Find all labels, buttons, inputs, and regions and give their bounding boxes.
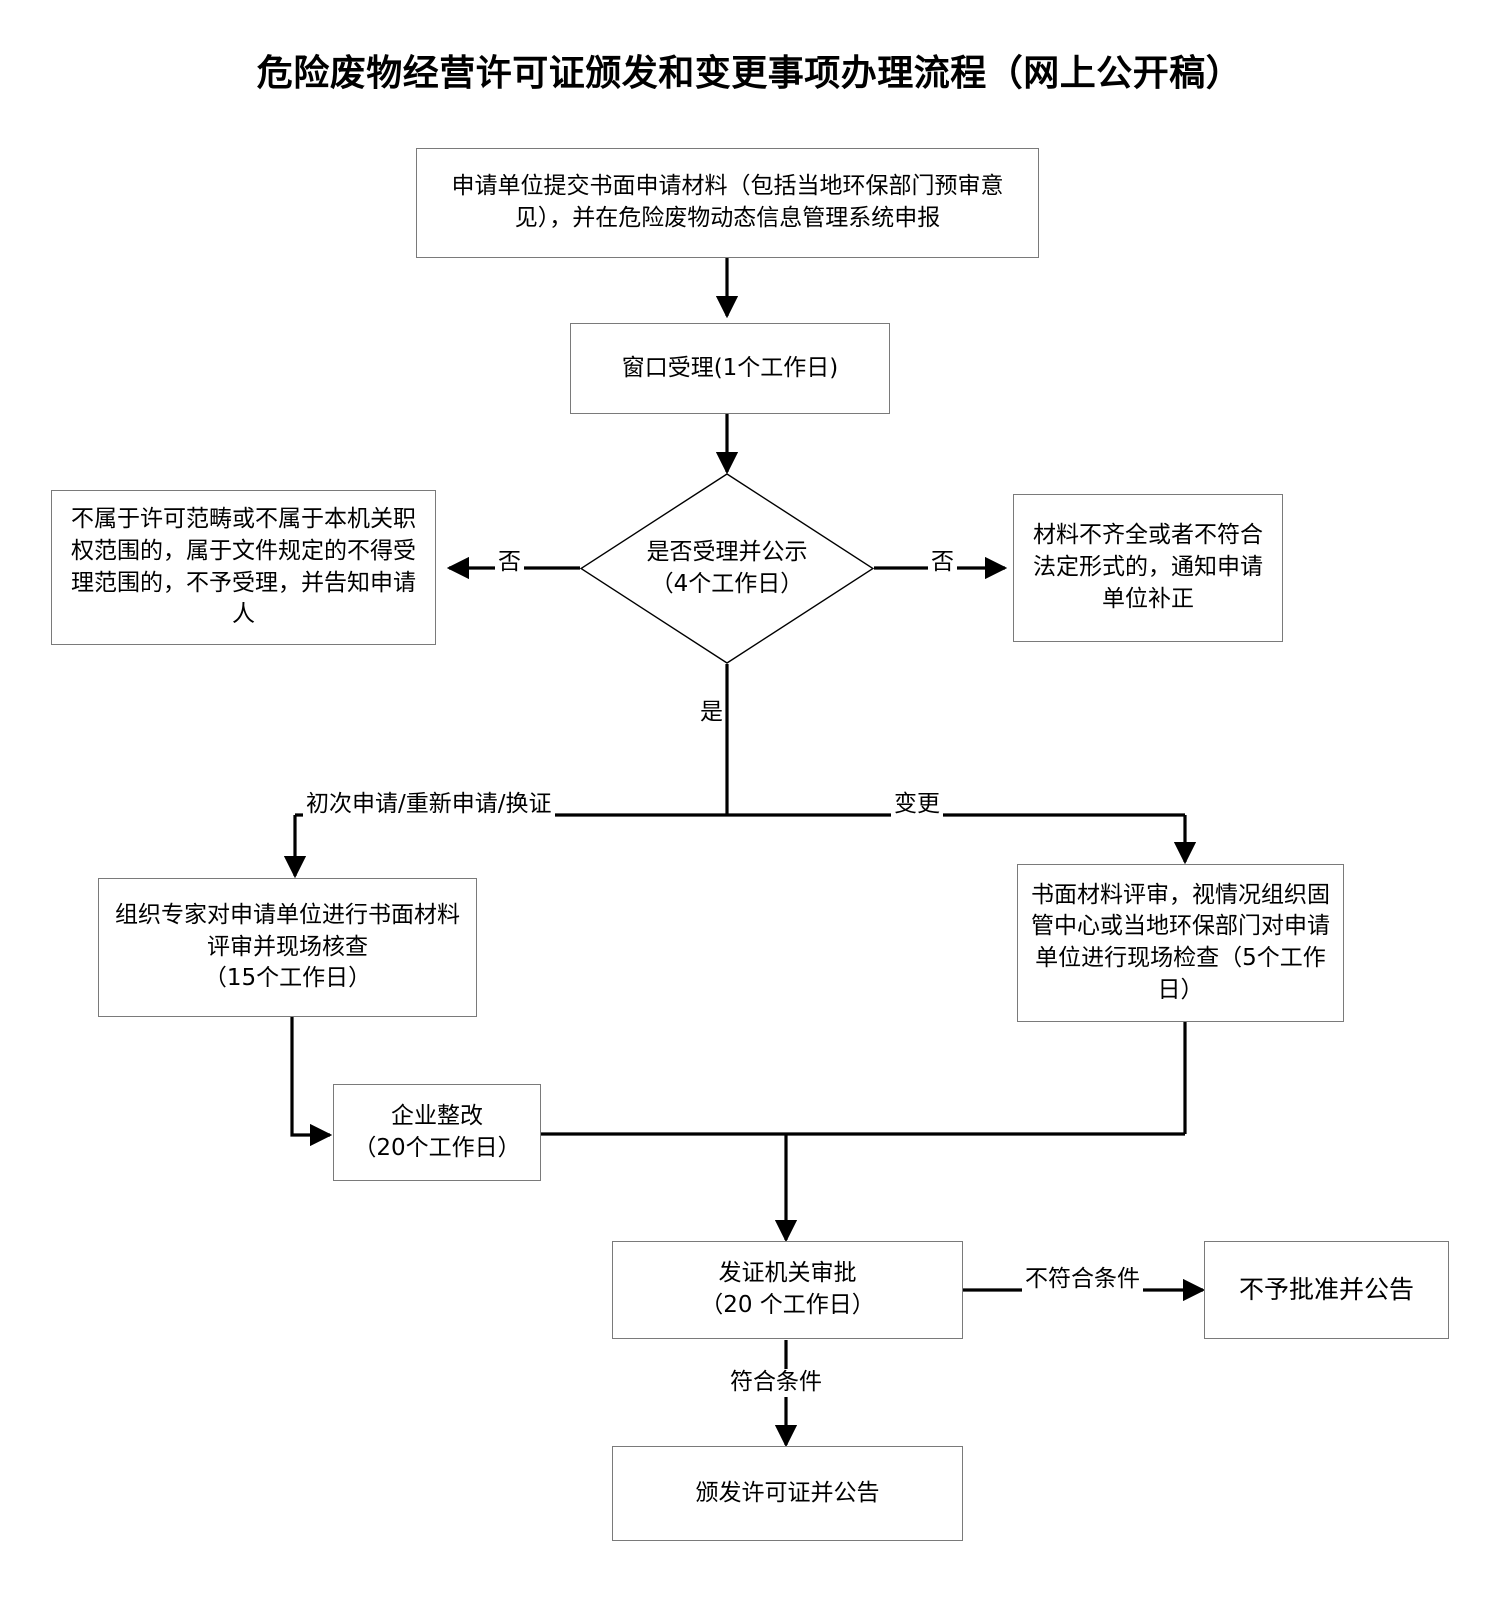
node-window-acceptance-label: 窗口受理(1个工作日): [621, 354, 839, 381]
node-enterprise-rectify-label: 企业整改 （20个工作日）: [353, 1102, 521, 1161]
node-expert-review-label: 组织专家对申请单位进行书面材料评审并现场核查 （15个工作日）: [115, 901, 460, 992]
node-submit-application-label: 申请单位提交书面申请材料（包括当地环保部门预审意见），并在危险废物动态信息管理系…: [451, 173, 1004, 231]
node-expert-review[interactable]: 组织专家对申请单位进行书面材料评审并现场核查 （15个工作日）: [98, 878, 477, 1017]
edge-label-change: 变更: [891, 791, 943, 819]
node-change-review[interactable]: 书面材料评审，视情况组织固管中心或当地环保部门对申请单位进行现场检查（5个工作日…: [1017, 864, 1344, 1022]
node-issue-license-announcement[interactable]: 颁发许可证并公告: [612, 1446, 963, 1541]
node-incomplete-materials-label: 材料不齐全或者不符合法定形式的，通知申请单位补正: [1033, 522, 1263, 612]
edge-label-no-right: 否: [928, 549, 957, 577]
node-issuing-authority-approval[interactable]: 发证机关审批 （20 个工作日）: [612, 1241, 963, 1339]
node-submit-application[interactable]: 申请单位提交书面申请材料（包括当地环保部门预审意见），并在危险废物动态信息管理系…: [416, 148, 1039, 258]
node-not-accepted[interactable]: 不属于许可范畴或不属于本机关职权范围的，属于文件规定的不得受理范围的，不予受理，…: [51, 490, 436, 645]
node-decision-accept-publicize[interactable]: 是否受理并公示 （4个工作日）: [580, 473, 874, 664]
node-rejected-announcement[interactable]: 不予批准并公告: [1204, 1241, 1449, 1339]
edge-label-not-qualified: 不符合条件: [1022, 1266, 1143, 1294]
node-change-review-label: 书面材料评审，视情况组织固管中心或当地环保部门对申请单位进行现场检查（5个工作日…: [1031, 881, 1330, 1003]
node-decision-label: 是否受理并公示 （4个工作日）: [646, 538, 808, 597]
page-title: 危险废物经营许可证颁发和变更事项办理流程（网上公开稿）: [256, 53, 1243, 94]
edge-label-no-left: 否: [495, 549, 524, 577]
node-incomplete-materials[interactable]: 材料不齐全或者不符合法定形式的，通知申请单位补正: [1013, 494, 1283, 642]
node-issue-license-announcement-label: 颁发许可证并公告: [695, 1479, 880, 1506]
node-issuing-authority-approval-label: 发证机关审批 （20 个工作日）: [700, 1260, 875, 1318]
node-window-acceptance[interactable]: 窗口受理(1个工作日): [570, 323, 890, 414]
edge-label-yes: 是: [699, 697, 724, 729]
node-rejected-announcement-label: 不予批准并公告: [1238, 1274, 1414, 1304]
edge-label-first-application: 初次申请/重新申请/换证: [303, 791, 555, 819]
node-not-accepted-label: 不属于许可范畴或不属于本机关职权范围的，属于文件规定的不得受理范围的，不予受理，…: [71, 506, 416, 628]
diamond-shape: [580, 473, 874, 664]
node-enterprise-rectify[interactable]: 企业整改 （20个工作日）: [333, 1084, 541, 1181]
edge-label-qualified: 符合条件: [727, 1369, 825, 1397]
edge-expert-to-rectify: [290, 1017, 333, 1147]
